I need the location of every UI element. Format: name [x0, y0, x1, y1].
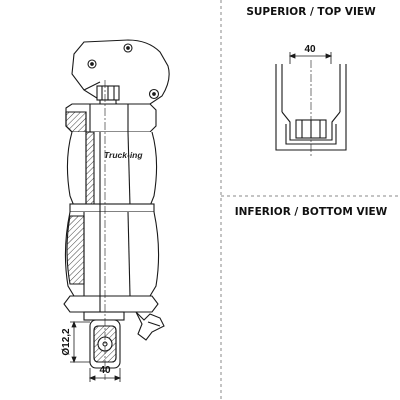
top-width-label: 40	[304, 44, 316, 55]
view-dividers	[220, 0, 400, 400]
waist-ring	[69, 203, 155, 213]
bolt-hole	[87, 59, 97, 69]
bottom-width-label: 40	[99, 365, 111, 376]
top-view-bracket	[275, 60, 347, 156]
eye-diameter-dimension	[70, 320, 90, 364]
cab-air-spring	[63, 39, 170, 380]
top-nut	[96, 85, 120, 107]
bolt-hole	[123, 43, 133, 53]
upper-bellows	[66, 131, 158, 207]
piston-cap	[63, 295, 159, 321]
top-view-heading: SUPERIOR / TOP VIEW	[246, 6, 376, 18]
bolt-hole	[148, 88, 160, 100]
top-width-dimension	[288, 52, 333, 64]
bottom-view-heading: INFERIOR / BOTTOM VIEW	[235, 206, 388, 218]
brand-logo: Truck-ing	[104, 150, 143, 160]
upper-cap	[65, 103, 157, 133]
lower-bellows	[64, 211, 160, 297]
top-mounting-bracket	[71, 39, 170, 107]
eye-diameter-label: Ø12,2	[61, 328, 72, 356]
air-fitting	[135, 311, 165, 341]
bottom-width-dimension	[88, 368, 122, 382]
